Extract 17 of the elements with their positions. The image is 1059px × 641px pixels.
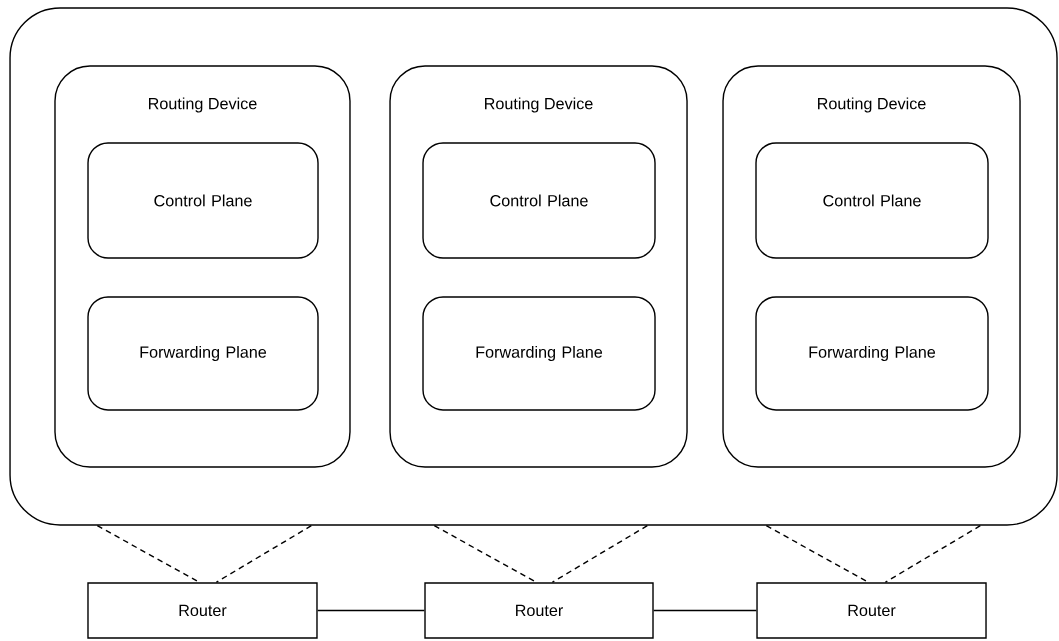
enclosure-box	[9, 7, 1058, 526]
router-box: Router	[87, 582, 318, 639]
dashed-line	[433, 524, 537, 583]
plane-box: Forwarding Plane	[422, 296, 656, 411]
plane-box: Forwarding Plane	[87, 296, 319, 411]
dashed-line	[884, 524, 982, 583]
dashed-line	[551, 524, 649, 583]
dashed-line	[215, 524, 313, 583]
plane-box: Forwarding Plane	[755, 296, 989, 411]
plane-box: Control Plane	[422, 142, 656, 259]
plane-box: Control Plane	[87, 142, 319, 259]
router-box: Router	[424, 582, 654, 639]
connector-line	[317, 609, 425, 612]
dashed-line	[96, 524, 200, 583]
plane-box: Control Plane	[755, 142, 989, 259]
router-box: Router	[756, 582, 987, 639]
connector-line	[653, 609, 758, 612]
